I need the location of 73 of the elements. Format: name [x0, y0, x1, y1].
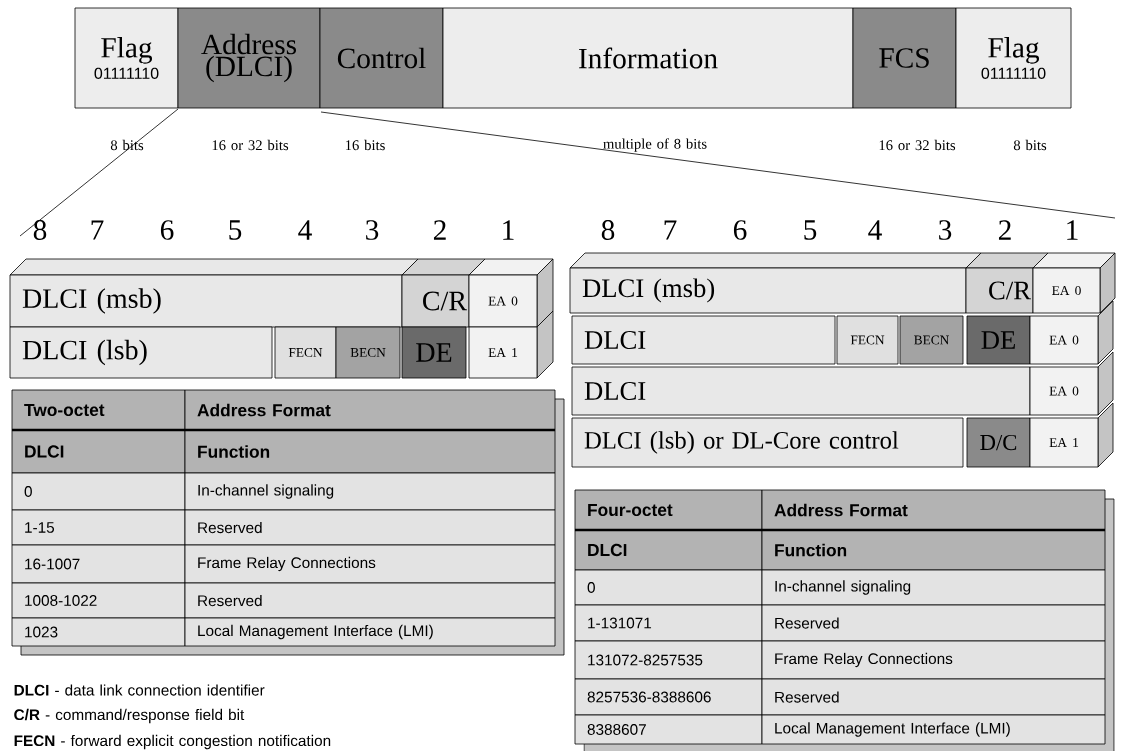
bit-length-label: 16 bits — [345, 139, 385, 151]
table-cell: 0 — [11, 472, 186, 511]
bit-field: DLCI (msb) — [9, 258, 419, 328]
bit-number: 5 — [229, 220, 242, 240]
bit-number: 2 — [433, 220, 446, 240]
frame-field: Information — [442, 7, 854, 109]
bit-number: 4 — [298, 220, 312, 240]
bit-field: BECN — [335, 326, 401, 379]
frame-field: Control — [319, 7, 444, 109]
bit-field: EA 0 — [468, 258, 554, 328]
frame-field: FCS — [852, 7, 957, 109]
table-cell: 1008-1022 — [11, 582, 186, 619]
table-cell: Frame Relay Connections — [761, 640, 1106, 680]
table-cell: Address Format — [761, 489, 1106, 531]
bit-field: FECN — [274, 326, 337, 379]
bit-number: 3 — [366, 220, 379, 240]
bit-number: 8 — [601, 220, 615, 240]
table-cell: 16-1007 — [11, 544, 186, 584]
bit-length-label: 8 bits — [110, 139, 144, 151]
table-cell: 131072-8257535 — [574, 640, 763, 680]
table-cell: 1-131071 — [574, 604, 763, 642]
bit-field: EA 0 — [1029, 300, 1114, 365]
bit-field: C/R — [401, 258, 486, 328]
bit-field: DLCI (lsb) or DL-Core control — [571, 417, 964, 468]
bit-number: 7 — [91, 220, 104, 240]
bit-length-label: 16 or 32 bits — [879, 139, 956, 151]
note-text: C/R - command/response field bit — [14, 708, 245, 724]
table-cell: Four-octet — [574, 489, 763, 531]
bit-number: 8 — [33, 220, 47, 240]
table-cell: 8388607 — [574, 714, 763, 745]
bit-number: 4 — [868, 220, 882, 240]
bit-field: BECN — [899, 315, 964, 365]
note-text: FECN - forward explicit congestion notification — [14, 734, 331, 750]
frame-field: Flag 01111110 — [74, 7, 179, 109]
bit-number: 6 — [733, 220, 747, 240]
bit-length-label: 8 bits — [1013, 139, 1047, 151]
bit-number: 5 — [804, 220, 817, 240]
bit-field: EA 1 — [1029, 402, 1114, 468]
table-cell: DLCI — [11, 429, 186, 474]
table-cell: Local Management Interface (LMI) — [761, 714, 1106, 745]
table-cell: DLCI — [574, 529, 763, 571]
bit-number: 2 — [998, 220, 1011, 240]
bit-field: EA 0 — [1032, 252, 1116, 314]
bit-number: 7 — [664, 220, 677, 240]
note-text: DLCI - data link connection identifier — [14, 684, 265, 696]
bit-field: C/R — [965, 252, 1049, 314]
bit-field: DLCI (msb) — [569, 252, 982, 314]
table-cell: Two-octet — [11, 389, 186, 431]
bit-field: DE — [401, 326, 467, 379]
bit-field: DLCI (lsb) — [9, 326, 273, 379]
bit-field: EA 0 — [1029, 351, 1114, 416]
bit-number: 1 — [503, 220, 514, 240]
bit-field: EA 1 — [468, 310, 554, 379]
bit-field: FECN — [836, 315, 899, 365]
bit-field: DLCI — [571, 366, 1031, 416]
table-cell: 8257536-8388606 — [574, 678, 763, 716]
table-cell: Reserved — [761, 604, 1106, 642]
bit-field: D/C — [966, 417, 1031, 468]
bit-number: 1 — [1067, 220, 1078, 240]
bit-length-label: 16 or 32 bits — [212, 139, 289, 151]
frame-field: Flag 01111110 — [955, 7, 1072, 109]
bit-number: 3 — [939, 220, 952, 240]
table-cell: 1023 — [11, 617, 186, 647]
frame-field: Address (DLCI) — [177, 7, 321, 109]
table-cell: In-channel signaling — [761, 569, 1106, 606]
bit-field: DE — [966, 315, 1031, 365]
table-cell: Reserved — [761, 678, 1106, 716]
bit-length-label: multiple of 8 bits — [603, 138, 707, 152]
table-cell: 0 — [574, 569, 763, 606]
bit-number: 6 — [160, 220, 174, 240]
table-cell: 1-15 — [11, 509, 186, 546]
table-cell: Function — [761, 529, 1106, 571]
bit-field: DLCI — [571, 315, 836, 365]
